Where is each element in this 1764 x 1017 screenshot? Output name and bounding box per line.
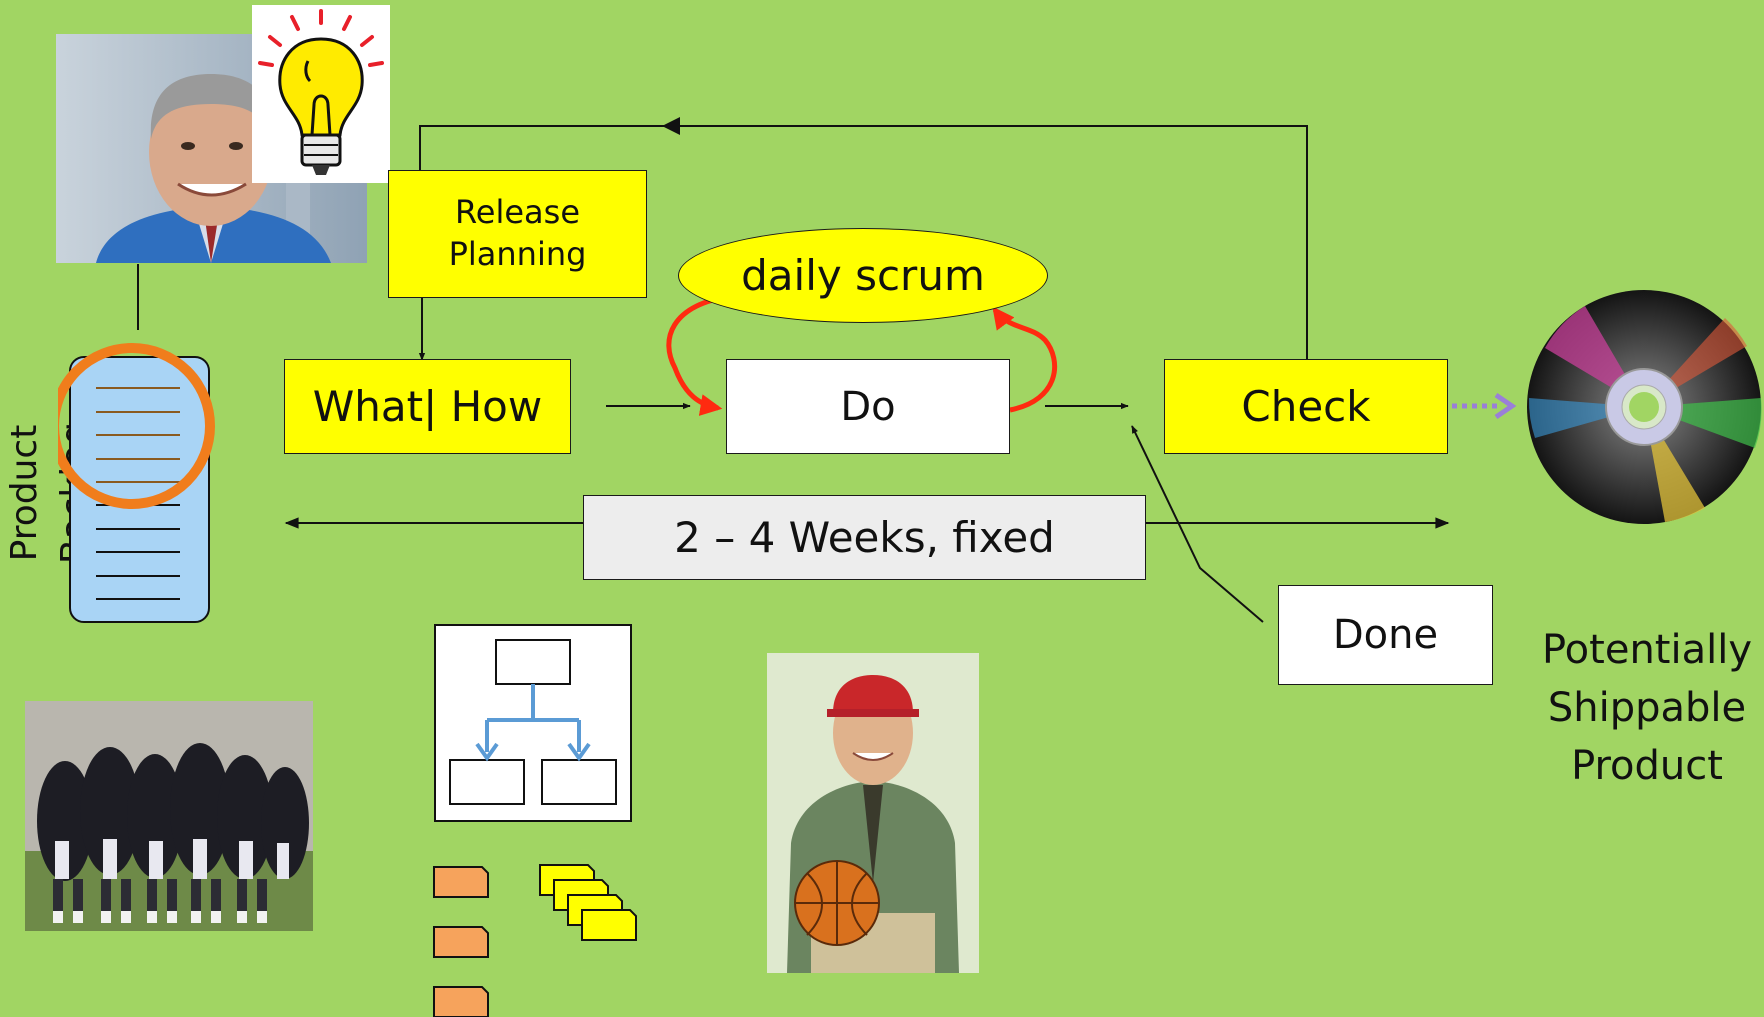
daily-loop-arrow-right	[992, 306, 1058, 413]
daily-scrum-label: daily scrum	[741, 251, 985, 300]
what-how-box: What| How	[284, 359, 571, 454]
release-planning-label: Release Planning	[448, 193, 587, 273]
done-label: Done	[1332, 612, 1439, 658]
do-label: Do	[840, 383, 896, 430]
release-planning-box: Release Planning	[388, 170, 647, 298]
potentially-shippable-label: Potentially Shippable Product	[1541, 627, 1753, 789]
timebox-label: 2 – 4 Weeks, fixed	[674, 513, 1055, 562]
disc-icon	[1525, 288, 1764, 526]
daily-loop-arrow-left	[666, 293, 733, 416]
done-to-sprint-arrow	[1131, 425, 1264, 623]
check-label: Check	[1241, 382, 1371, 431]
product-backlog-label: Product Backlog	[4, 422, 95, 564]
feedback-loop-arrow	[419, 125, 1308, 361]
timebox-box: 2 – 4 Weeks, fixed	[583, 495, 1146, 580]
what-how-label: What| How	[312, 382, 543, 431]
feedback-arrowhead	[662, 117, 680, 135]
done-box: Done	[1278, 585, 1493, 685]
team-huddle-photo	[25, 701, 313, 931]
hierarchy-chart-icon	[434, 624, 632, 822]
check-box: Check	[1164, 359, 1448, 454]
daily-scrum-ellipse: daily scrum	[678, 228, 1048, 323]
dotted-ship-arrowhead	[1494, 392, 1517, 420]
do-box: Do	[726, 359, 1010, 454]
task-cards-icon	[430, 860, 650, 1017]
boy-with-basketball-photo	[767, 653, 979, 973]
lightbulb-icon	[252, 5, 390, 183]
backlog-document-icon	[58, 312, 234, 626]
